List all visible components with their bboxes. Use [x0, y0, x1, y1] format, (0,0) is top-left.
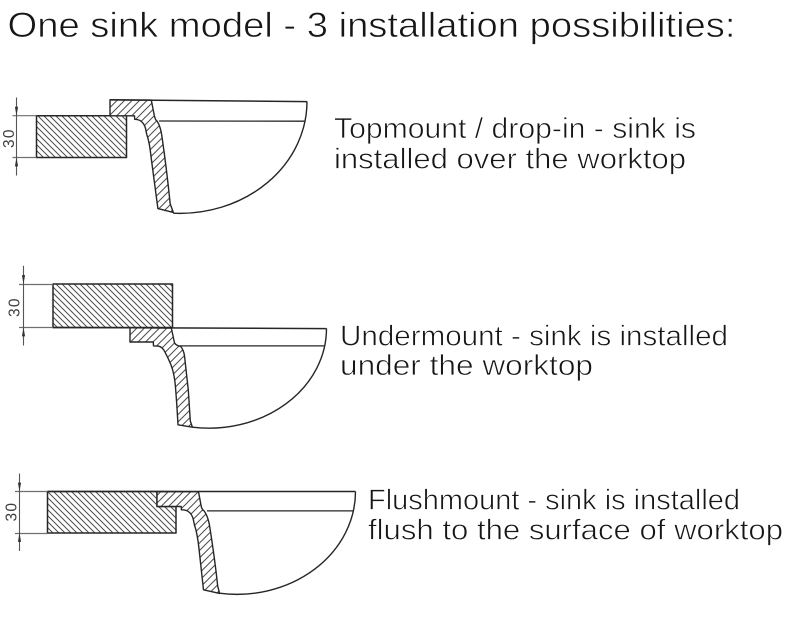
svg-text:under the worktop: under the worktop [340, 350, 593, 382]
svg-text:30: 30 [4, 502, 21, 522]
svg-text:flush to the surface of workto: flush to the surface of worktop [368, 515, 783, 547]
svg-text:installed over the worktop: installed over the worktop [334, 143, 686, 175]
svg-text:Flushmount - sink is installed: Flushmount - sink is installed [368, 485, 740, 517]
svg-text:30: 30 [1, 128, 18, 148]
svg-text:One sink model - 3 installatio: One sink model - 3 installation possibil… [8, 5, 736, 45]
svg-text:Undermount - sink is installed: Undermount - sink is installed [340, 321, 728, 353]
svg-text:30: 30 [7, 297, 24, 317]
svg-text:Topmount / drop-in - sink is: Topmount / drop-in - sink is [334, 113, 696, 145]
